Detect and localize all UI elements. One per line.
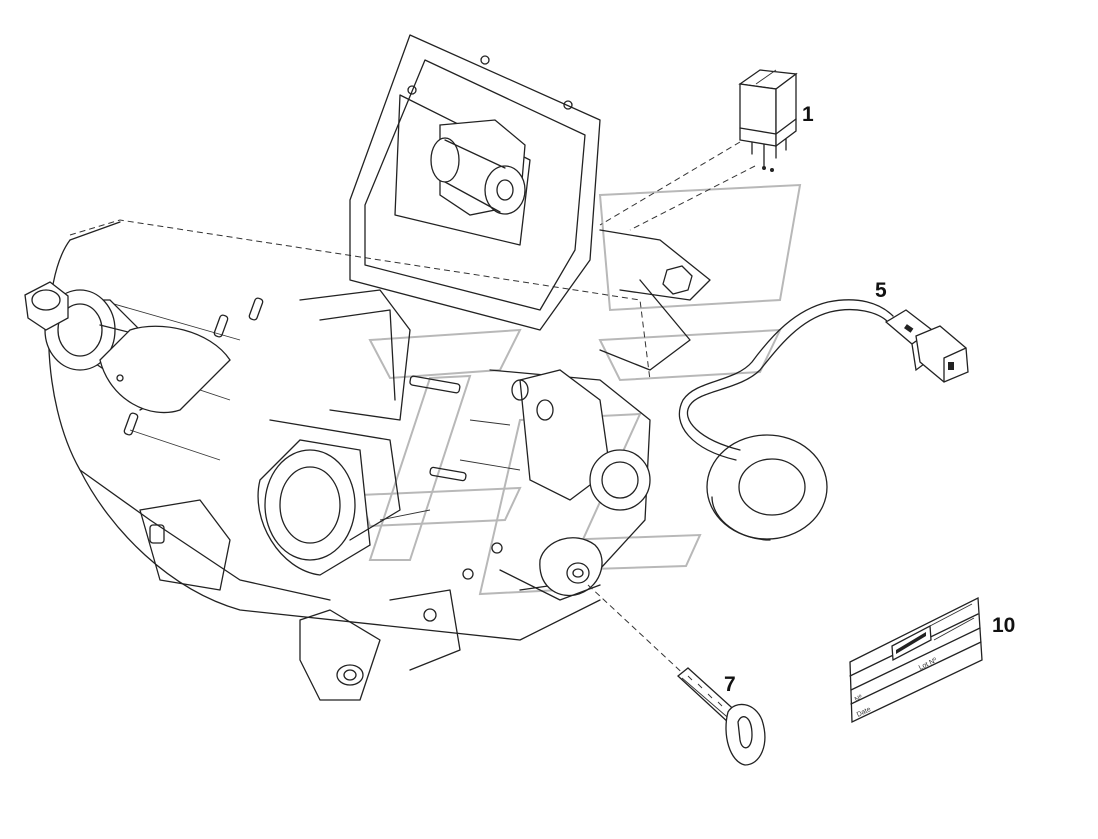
cable-part	[678, 299, 969, 541]
relay-part	[599, 69, 798, 231]
label-field-b: Nº	[854, 694, 864, 704]
callout-cable: 5	[875, 279, 887, 302]
steering-column-assembly	[24, 34, 711, 701]
key-part	[587, 584, 766, 766]
label-plate-part	[849, 596, 983, 724]
callout-label: 10	[992, 614, 1016, 637]
callout-relay: 1	[802, 103, 814, 126]
callout-key: 7	[724, 673, 736, 696]
